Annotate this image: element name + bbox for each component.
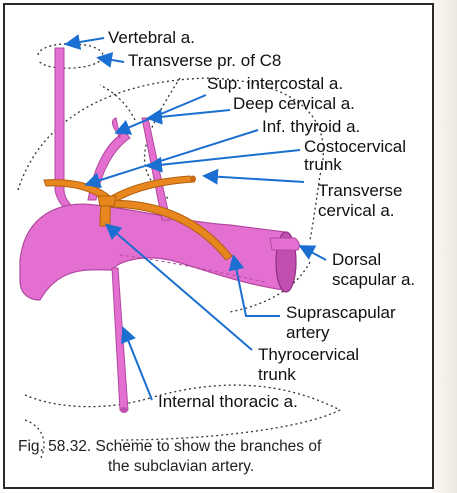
thyrocervical-knot xyxy=(98,196,116,206)
label-inf-thyroid: Inf. thyroid a. xyxy=(262,117,360,136)
label-dorsal-scapular-2: scapular a. xyxy=(332,270,415,289)
internal-thoracic-artery xyxy=(112,268,128,410)
label-costocervical-2: trunk xyxy=(304,155,342,174)
label-thyrocervical-1: Thyrocervical xyxy=(258,345,359,364)
leader-vertebral xyxy=(68,38,104,44)
caption-line-1: Fig. 58.32. Scheme to show the branches … xyxy=(18,438,322,455)
subclavian-artery xyxy=(20,204,290,300)
label-suprascapular-2: artery xyxy=(286,323,330,342)
inner-rib-outline xyxy=(100,85,135,120)
leader-transverse-process xyxy=(100,58,124,62)
label-suprascapular-1: Suprascapular xyxy=(286,303,396,322)
transverse-cervical-artery xyxy=(108,176,194,204)
label-transverse-cervical-2: cervical a. xyxy=(318,201,395,220)
transverse-process-outline xyxy=(38,44,103,68)
label-dorsal-scapular-1: Dorsal xyxy=(332,250,381,269)
label-transverse-cervical-1: Transverse xyxy=(318,181,402,200)
transverse-cervical-end xyxy=(190,176,196,183)
label-transverse-process: Transverse pr. of C8 xyxy=(128,51,281,70)
dorsal-scapular-artery xyxy=(270,238,299,250)
label-costocervical-1: Costocervical xyxy=(304,137,406,156)
internal-thoracic-end xyxy=(120,407,128,413)
label-vertebral: Vertebral a. xyxy=(108,28,195,47)
label-thyrocervical-2: trunk xyxy=(258,365,296,384)
superior-intercostal-artery xyxy=(112,118,120,138)
leader-internal-thoracic xyxy=(124,330,152,400)
label-deep-cervical: Deep cervical a. xyxy=(233,94,355,113)
caption-line-2: the subclavian artery. xyxy=(108,458,254,475)
label-internal-thoracic: Internal thoracic a. xyxy=(158,392,298,411)
label-sup-intercostal: Sup. intercostal a. xyxy=(207,74,343,93)
leader-dorsal-scapular xyxy=(302,247,326,260)
leader-transverse-cervical xyxy=(206,176,304,182)
